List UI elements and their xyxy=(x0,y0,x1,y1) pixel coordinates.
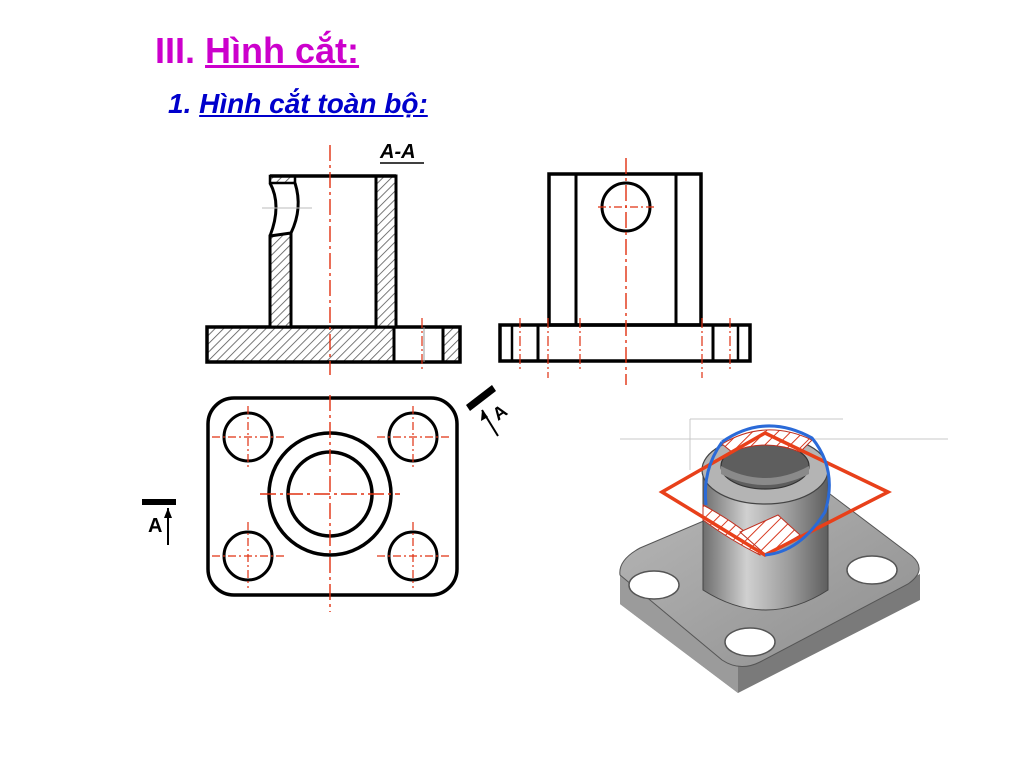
cut-mark-top-letter: A xyxy=(489,401,511,425)
subheading-text: Hình cắt toàn bộ: xyxy=(199,88,428,119)
cut-mark-top: A xyxy=(466,385,511,437)
side-view xyxy=(498,158,752,385)
iso-hole-right xyxy=(846,555,898,585)
left-wall-hatch xyxy=(268,231,293,329)
flange-hatch-right xyxy=(443,327,460,362)
iso-hole-front xyxy=(724,627,776,657)
isometric-view xyxy=(619,418,948,693)
heading-text: Hình cắt: xyxy=(205,30,360,71)
section-heading: III. Hình cắt: xyxy=(155,30,359,72)
cut-mark-left-letter: A xyxy=(148,515,162,537)
subsection-heading: 1. Hình cắt toàn bộ: xyxy=(168,88,428,120)
subheading-number: 1. xyxy=(168,88,192,119)
top-view xyxy=(206,395,459,612)
base-plate-outline xyxy=(206,396,459,597)
section-view-a-a: A-A xyxy=(205,141,462,375)
heading-number: III. xyxy=(155,30,196,71)
iso-hole-left xyxy=(628,570,680,600)
cut-circle xyxy=(721,424,831,557)
side-body xyxy=(547,172,703,327)
side-flange xyxy=(498,323,752,363)
flange-hatch xyxy=(207,327,394,362)
cutting-plane xyxy=(658,431,892,558)
section-label: A-A xyxy=(379,141,416,163)
cut-mark-left: A xyxy=(142,499,176,545)
right-wall-hatch xyxy=(374,174,398,329)
